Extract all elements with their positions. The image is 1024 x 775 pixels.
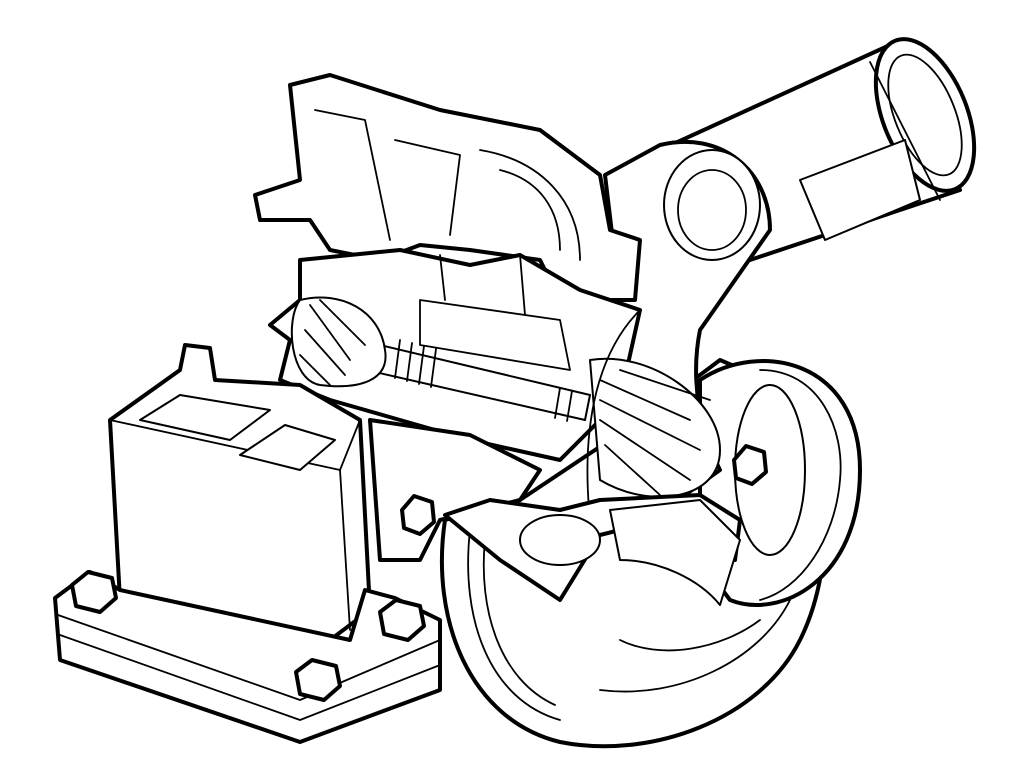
compressor-inlet (443, 493, 742, 606)
turbine-housing-lower (108, 343, 372, 642)
bolt-icon (400, 494, 436, 536)
bolt-icon (732, 444, 768, 486)
bolt-icon (378, 598, 426, 642)
bolts (70, 444, 768, 702)
compressor-volute (698, 359, 862, 607)
compressor-wheel (586, 309, 721, 521)
bolt-icon (70, 570, 118, 614)
turbine-housing-top (253, 73, 642, 302)
bolt-icon (294, 658, 342, 702)
turbine-wheel (290, 296, 387, 388)
